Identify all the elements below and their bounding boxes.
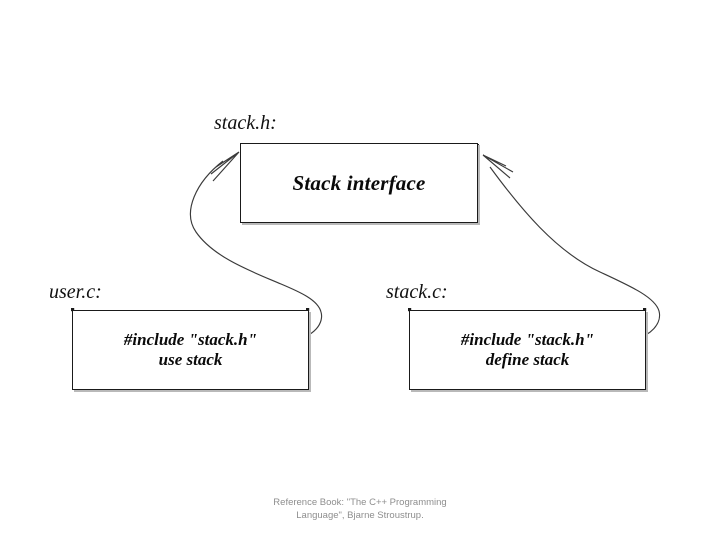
node-stack-c[interactable]: #include "stack.h" define stack [409,310,646,390]
node-user-c-line-1: #include "stack.h" [123,329,258,349]
node-stack-h[interactable]: Stack interface [240,143,478,223]
node-stack-h-line-1: Stack interface [292,170,426,195]
node-caption-stack-h: stack.h: [214,112,277,134]
node-user-c-line-2: use stack [158,350,223,369]
arrowhead-left [210,151,240,182]
node-stack-c-line-1: #include "stack.h" [460,329,595,349]
node-stack-c-line-2: define stack [485,350,570,369]
node-caption-stack-c: stack.c: [386,281,448,303]
reference-credit: Reference Book: "The C++ Programming Lan… [273,497,447,521]
node-user-c[interactable]: #include "stack.h" use stack [72,310,309,390]
node-caption-user-c: user.c: [49,281,102,303]
arrowhead-right [482,154,514,179]
